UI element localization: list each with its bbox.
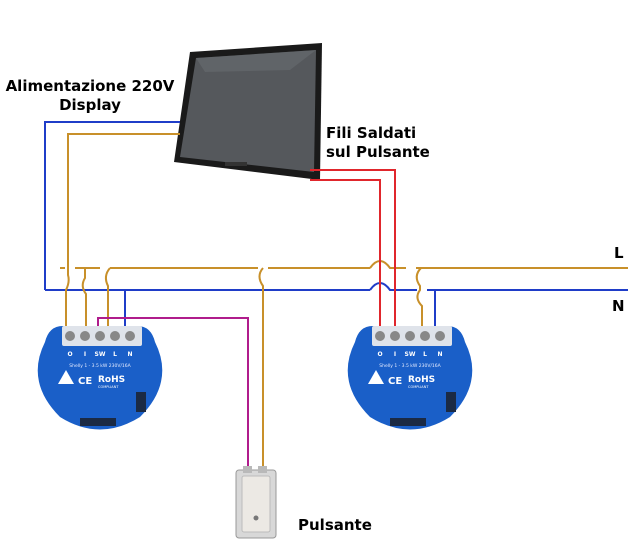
neutral-line-label: N — [612, 297, 625, 315]
display-phase-wire — [65, 133, 180, 330]
left-terminal-I: I — [84, 351, 86, 358]
left-terminal-O: O — [67, 351, 72, 358]
left-relay: O I SW L N Shelly 1 - 3.5 kW 230V/16A CE… — [37, 326, 163, 430]
pushbutton — [235, 466, 277, 539]
right-relay-pins — [390, 418, 426, 426]
left-relay-model: Shelly 1 - 3.5 kW 230V/16A — [69, 363, 131, 369]
phase-line-label: L — [614, 244, 624, 262]
display-soldered-wires — [310, 169, 396, 330]
left-relay-L-wire — [104, 267, 111, 330]
right-terminal-O: O — [377, 351, 382, 358]
right-relay-ce: CE — [388, 376, 402, 387]
left-relay-side-connector — [136, 392, 146, 412]
soldered-wires-label-line1: Fili Saldati — [326, 124, 417, 142]
left-terminal-L: L — [113, 351, 117, 358]
left-relay-input-wire — [81, 268, 87, 330]
main-wires — [45, 260, 628, 291]
right-relay: O I SW L N Shelly 1 - 3.5 kW 230V/16A CE… — [347, 326, 473, 430]
right-relay-model: Shelly 1 - 3.5 kW 230V/16A — [379, 363, 441, 369]
right-relay-rohs: RoHS — [408, 375, 435, 385]
right-relay-side-connector — [446, 392, 456, 412]
display-power-label: Alimentazione 220V Display — [2, 77, 178, 115]
left-relay-warning-icon — [58, 370, 74, 384]
left-relay-rohs: RoHS — [98, 375, 125, 385]
right-relay-L-wire — [415, 267, 423, 330]
left-relay-pins — [80, 418, 116, 426]
right-relay-compliant: COMPLIANT — [408, 385, 429, 389]
switch-signal-wire — [97, 317, 249, 478]
button-phase-wire — [258, 267, 264, 478]
display-power-wires — [44, 121, 180, 330]
display-power-label-line2: Display — [59, 96, 121, 114]
display-monitor — [174, 43, 322, 180]
left-terminal-SW: SW — [95, 351, 106, 358]
neutral-main-line — [45, 282, 628, 291]
right-terminal-SW: SW — [405, 351, 416, 358]
left-terminal-N: N — [127, 351, 132, 358]
soldered-wires-label: Fili Saldati sul Pulsante — [326, 124, 430, 162]
button-label: Pulsante — [298, 516, 372, 534]
left-relay-compliant: COMPLIANT — [98, 385, 119, 389]
right-terminal-N: N — [437, 351, 442, 358]
right-relay-wires — [415, 267, 436, 330]
left-relay-ce: CE — [78, 376, 92, 387]
right-terminal-I: I — [394, 351, 396, 358]
soldered-wire-2 — [310, 179, 381, 330]
soldered-wires-label-line2: sul Pulsante — [326, 143, 430, 161]
soldered-wire-1 — [310, 169, 396, 330]
left-relay-wires — [81, 267, 264, 478]
display-neutral-wire — [44, 121, 180, 290]
right-relay-warning-icon — [368, 370, 384, 384]
display-power-label-line1: Alimentazione 220V — [5, 77, 175, 95]
right-terminal-L: L — [423, 351, 427, 358]
phase-main-line — [60, 260, 628, 269]
